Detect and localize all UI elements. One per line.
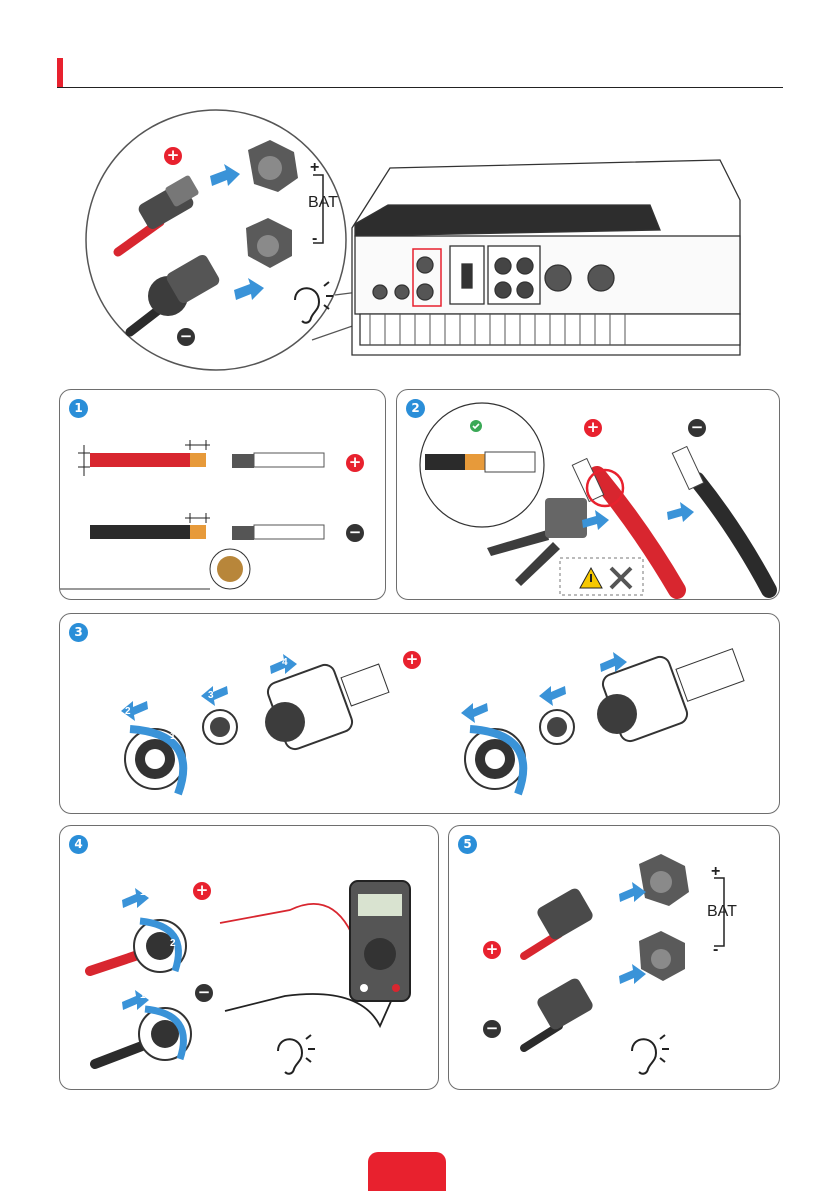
stripped-positive-wire [90,453,190,467]
positive-symbol: + [164,147,182,165]
step-5-panel: 5 + − + BAT - [448,825,780,1090]
negative-symbol: − [195,984,213,1002]
sub-step-label: 3 [208,690,214,701]
negative-cable [524,1026,559,1048]
step-1-drawing [60,390,387,601]
step-2-panel: 2 + − [396,389,780,600]
positive-connector-parts [125,662,389,794]
crimp-tool-icon [611,568,631,588]
sub-step-label: 4 [282,657,288,668]
negative-plug [535,976,595,1031]
ear-click-icon [632,1035,669,1074]
positive-symbol: + [584,419,602,437]
step-1-panel: 1 + − [59,389,386,600]
insert-arrow [667,502,694,522]
bat-plus-sign: + [310,159,319,177]
positive-plug [535,886,595,941]
page-number-tab [368,1152,446,1191]
bat-minus-sign: - [312,230,317,248]
step-5-drawing [449,826,781,1091]
negative-symbol: − [346,524,364,542]
bat-plus-sign: + [711,863,720,881]
positive-symbol: + [403,651,421,669]
insert-arrow [619,882,646,902]
positive-symbol: + [346,454,364,472]
negative-symbol: − [483,1020,501,1038]
multimeter [350,881,410,1001]
negative-connector-parts [465,649,744,794]
positive-cable [597,475,677,590]
negative-symbol: − [688,419,706,437]
sub-step-label: 1 [140,887,146,898]
negative-contact-pin [232,525,324,540]
positive-symbol: + [483,941,501,959]
warning-box [560,558,643,595]
stripped-negative-wire [90,525,190,539]
sub-step-label: 2 [125,706,131,717]
positive-contact-pin [232,453,324,468]
positive-symbol: + [193,882,211,900]
step-3-panel: 3 [59,613,780,814]
bat-label: BAT [308,194,338,212]
bat-label: BAT [707,903,737,921]
sub-step-label: 2 [170,938,176,949]
ear-click-icon [278,1035,315,1074]
magnifier-circle [86,110,346,370]
negative-cable [697,480,769,590]
step-4-drawing [60,826,440,1091]
step-3-drawing [60,614,781,815]
inverter-drawing [352,160,740,355]
sub-step-label: 1 [140,990,146,1001]
sub-step-label: 1 [170,731,176,742]
step-4-panel: 4 + − 1 2 1 [59,825,439,1090]
bat-minus-sign: - [713,941,718,959]
negative-symbol: − [177,328,195,346]
